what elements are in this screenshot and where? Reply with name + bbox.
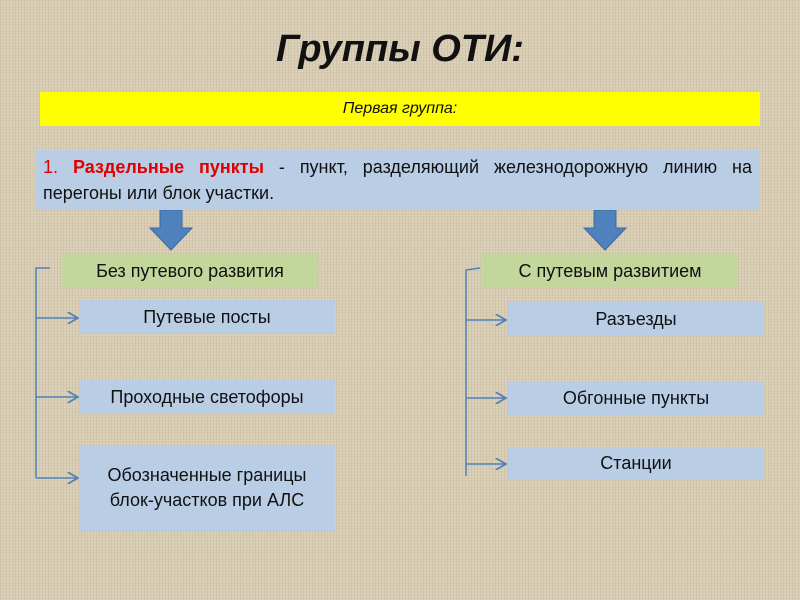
left-item: Проходные светофоры bbox=[79, 380, 335, 414]
down-arrow-left bbox=[148, 209, 194, 251]
slide-title: Группы ОТИ: bbox=[276, 28, 524, 70]
definition-box: 1. Раздельные пункты - пункт, разделяющи… bbox=[35, 150, 760, 210]
definition-text: - пункт, разделяющий железнодорожную лин… bbox=[43, 157, 752, 203]
right-item: Обгонные пункты bbox=[508, 381, 764, 415]
left-item: Обозначенные границы блок-участков при А… bbox=[79, 445, 335, 531]
left-item: Путевые посты bbox=[79, 300, 335, 334]
group-banner: Первая группа: bbox=[40, 92, 760, 126]
left-heading: Без путевого развития bbox=[62, 254, 318, 288]
right-item: Разъезды bbox=[508, 302, 764, 336]
down-arrow-right bbox=[582, 209, 628, 251]
definition-number: 1. bbox=[43, 157, 59, 177]
right-bracket bbox=[465, 267, 506, 476]
left-bracket bbox=[35, 267, 78, 478]
right-item: Станции bbox=[508, 447, 764, 480]
definition-term: Раздельные пункты bbox=[72, 157, 264, 177]
right-heading: С путевым развитием bbox=[482, 254, 738, 288]
